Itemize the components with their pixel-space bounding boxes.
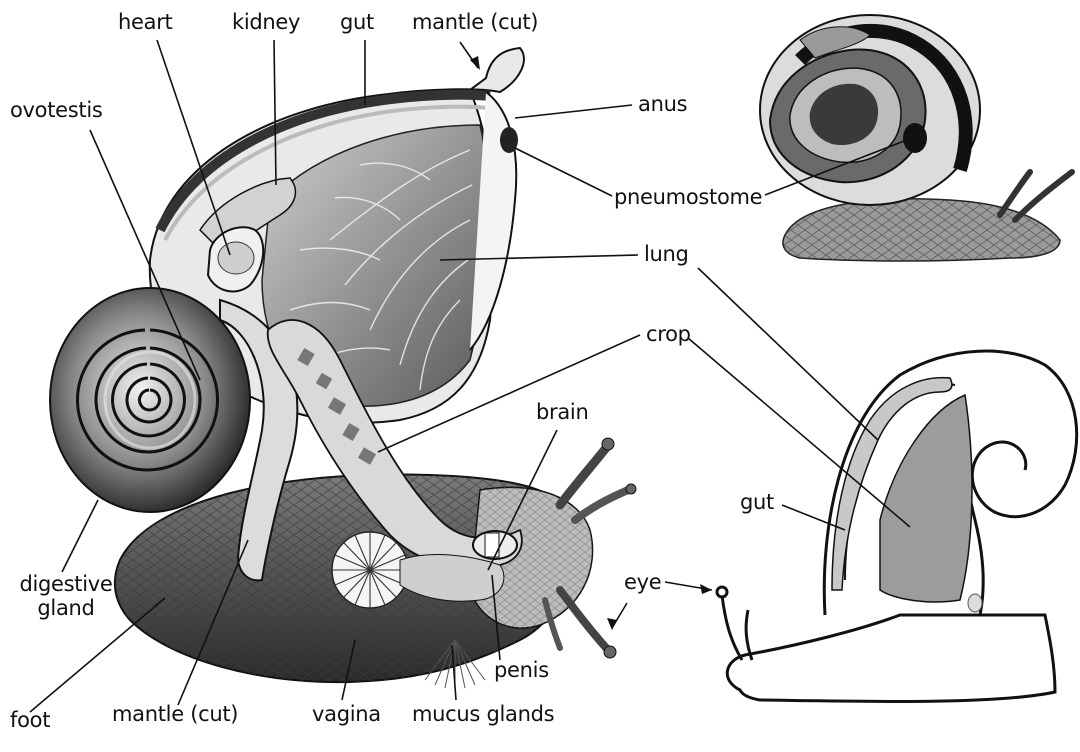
label-crop: crop <box>646 322 691 346</box>
label-digestive-gland-line1: digestive <box>18 572 114 596</box>
spiral-shell <box>50 288 250 512</box>
label-foot: foot <box>10 708 50 732</box>
label-lung: lung <box>644 242 689 266</box>
main-dissected-snail <box>50 48 636 690</box>
external-snail-illustration <box>760 15 1072 261</box>
label-penis: penis <box>494 658 549 682</box>
pneumostome-opening <box>903 123 927 153</box>
label-eye: eye <box>624 570 661 594</box>
label-anus: anus <box>638 92 687 116</box>
external-shell <box>760 15 980 205</box>
label-heart: heart <box>118 10 172 34</box>
label-pneumostome: pneumostome <box>614 185 762 209</box>
label-mantle-cut-top: mantle (cut) <box>412 10 538 34</box>
label-brain: brain <box>536 400 588 424</box>
anus-opening <box>500 127 518 153</box>
label-kidney: kidney <box>232 10 300 34</box>
label-gut-top: gut <box>340 10 374 34</box>
upper-tentacle <box>560 448 606 505</box>
label-vagina: vagina <box>312 702 381 726</box>
label-digestive-gland-line2: gland <box>18 596 114 620</box>
label-mucus-glands: mucus glands <box>412 702 554 726</box>
label-digestive-gland: digestive gland <box>18 572 114 620</box>
label-ovotestis: ovotestis <box>10 98 103 122</box>
label-gut-right: gut <box>740 490 774 514</box>
label-mantle-cut-bottom: mantle (cut) <box>112 702 238 726</box>
foot-direction-arrowhead <box>607 618 617 630</box>
